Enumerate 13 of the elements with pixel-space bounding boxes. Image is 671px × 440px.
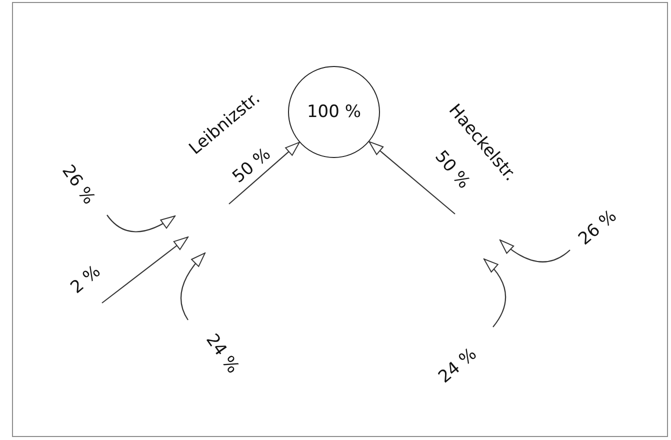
traffic-share: 26 % [58, 162, 98, 208]
arrow [368, 141, 456, 214]
arrow [228, 142, 300, 204]
arrow [500, 240, 570, 262]
traffic-share: 26 % [575, 206, 621, 250]
traffic-share: 24 % [202, 330, 242, 378]
arrow [102, 236, 188, 304]
traffic-share: 2 % [68, 262, 104, 298]
arrow [180, 252, 206, 320]
traffic-share: 24 % [435, 344, 481, 388]
arrow [484, 258, 506, 328]
arrow [106, 214, 176, 232]
junction-circle: 100 % [288, 66, 380, 158]
